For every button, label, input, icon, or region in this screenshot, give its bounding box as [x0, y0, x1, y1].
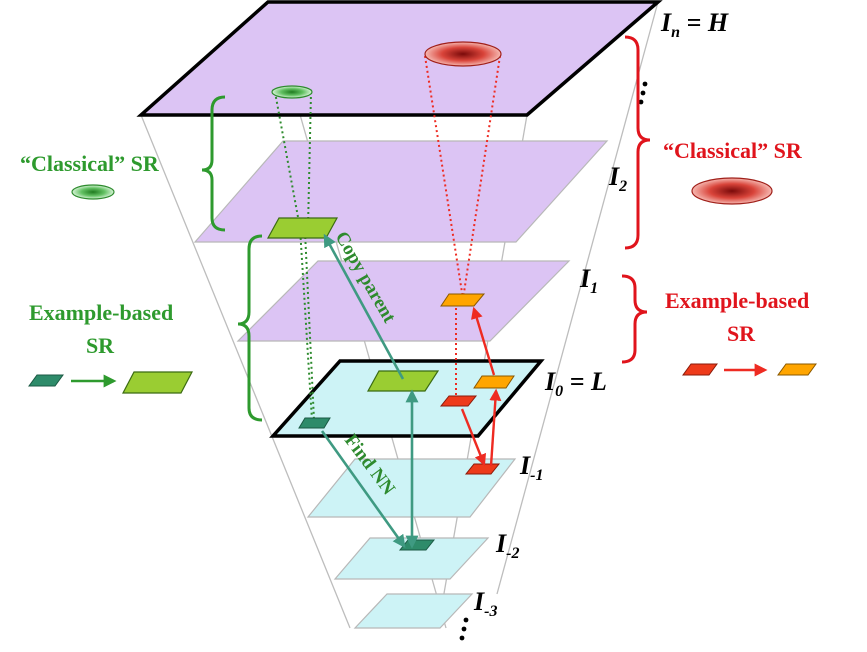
green-arrows — [320, 233, 419, 549]
plane-In — [136, 0, 663, 117]
right-classical-brace — [624, 35, 651, 250]
patch-I0-green-large — [366, 370, 440, 392]
level-label-I-1: I-1 — [519, 451, 543, 484]
left-example-brace — [237, 234, 263, 422]
patch-I0-red — [439, 395, 478, 407]
level-label-I0: I0 = L — [544, 367, 607, 400]
legend-patch-red — [682, 363, 718, 376]
find-nn-arrow — [320, 430, 406, 549]
legend-patch-light-green — [122, 371, 193, 394]
patch-I0-dark-green — [298, 417, 331, 429]
left-example-label-line1: Example-based — [29, 300, 173, 325]
vertical-ellipsis-icon — [638, 81, 648, 105]
level-label-In: In = H — [660, 8, 729, 41]
legend-patch-orange — [777, 363, 817, 376]
right-example-label-line2: SR — [727, 321, 756, 346]
red-kernel-legend-icon — [691, 177, 773, 205]
level-label-I2: I2 — [608, 162, 627, 195]
green-kernel-legend-icon — [71, 184, 115, 200]
vertical-ellipsis-icon — [459, 617, 469, 641]
green-dotted-projection — [274, 91, 315, 421]
patch-I1-orange — [440, 293, 486, 307]
level-label-I1: I1 — [579, 264, 598, 297]
level-label-I-3: I-3 — [473, 587, 497, 620]
patch-I0-orange — [473, 375, 515, 389]
plane-I-3 — [353, 593, 474, 629]
left-example-label-line2: SR — [86, 333, 115, 358]
patch-I2-green — [266, 217, 339, 239]
plane-I2 — [193, 140, 609, 243]
left-classical-brace — [201, 95, 226, 232]
red-arrows — [460, 306, 502, 467]
plane-I-2 — [333, 537, 490, 580]
red-dotted-projection — [424, 55, 501, 397]
left-classical-label: “Classical” SR — [20, 151, 160, 176]
copy-parent-arrow — [323, 233, 405, 380]
right-example-label-line1: Example-based — [665, 288, 809, 313]
right-example-brace — [621, 274, 648, 364]
level-label-I-2: I-2 — [495, 529, 519, 562]
red-kernel-top-icon — [424, 41, 502, 67]
right-classical-label: “Classical” SR — [663, 138, 803, 163]
plane-I1 — [236, 260, 571, 342]
green-kernel-top-icon — [271, 85, 313, 99]
legend-patch-dark-green — [28, 374, 64, 387]
